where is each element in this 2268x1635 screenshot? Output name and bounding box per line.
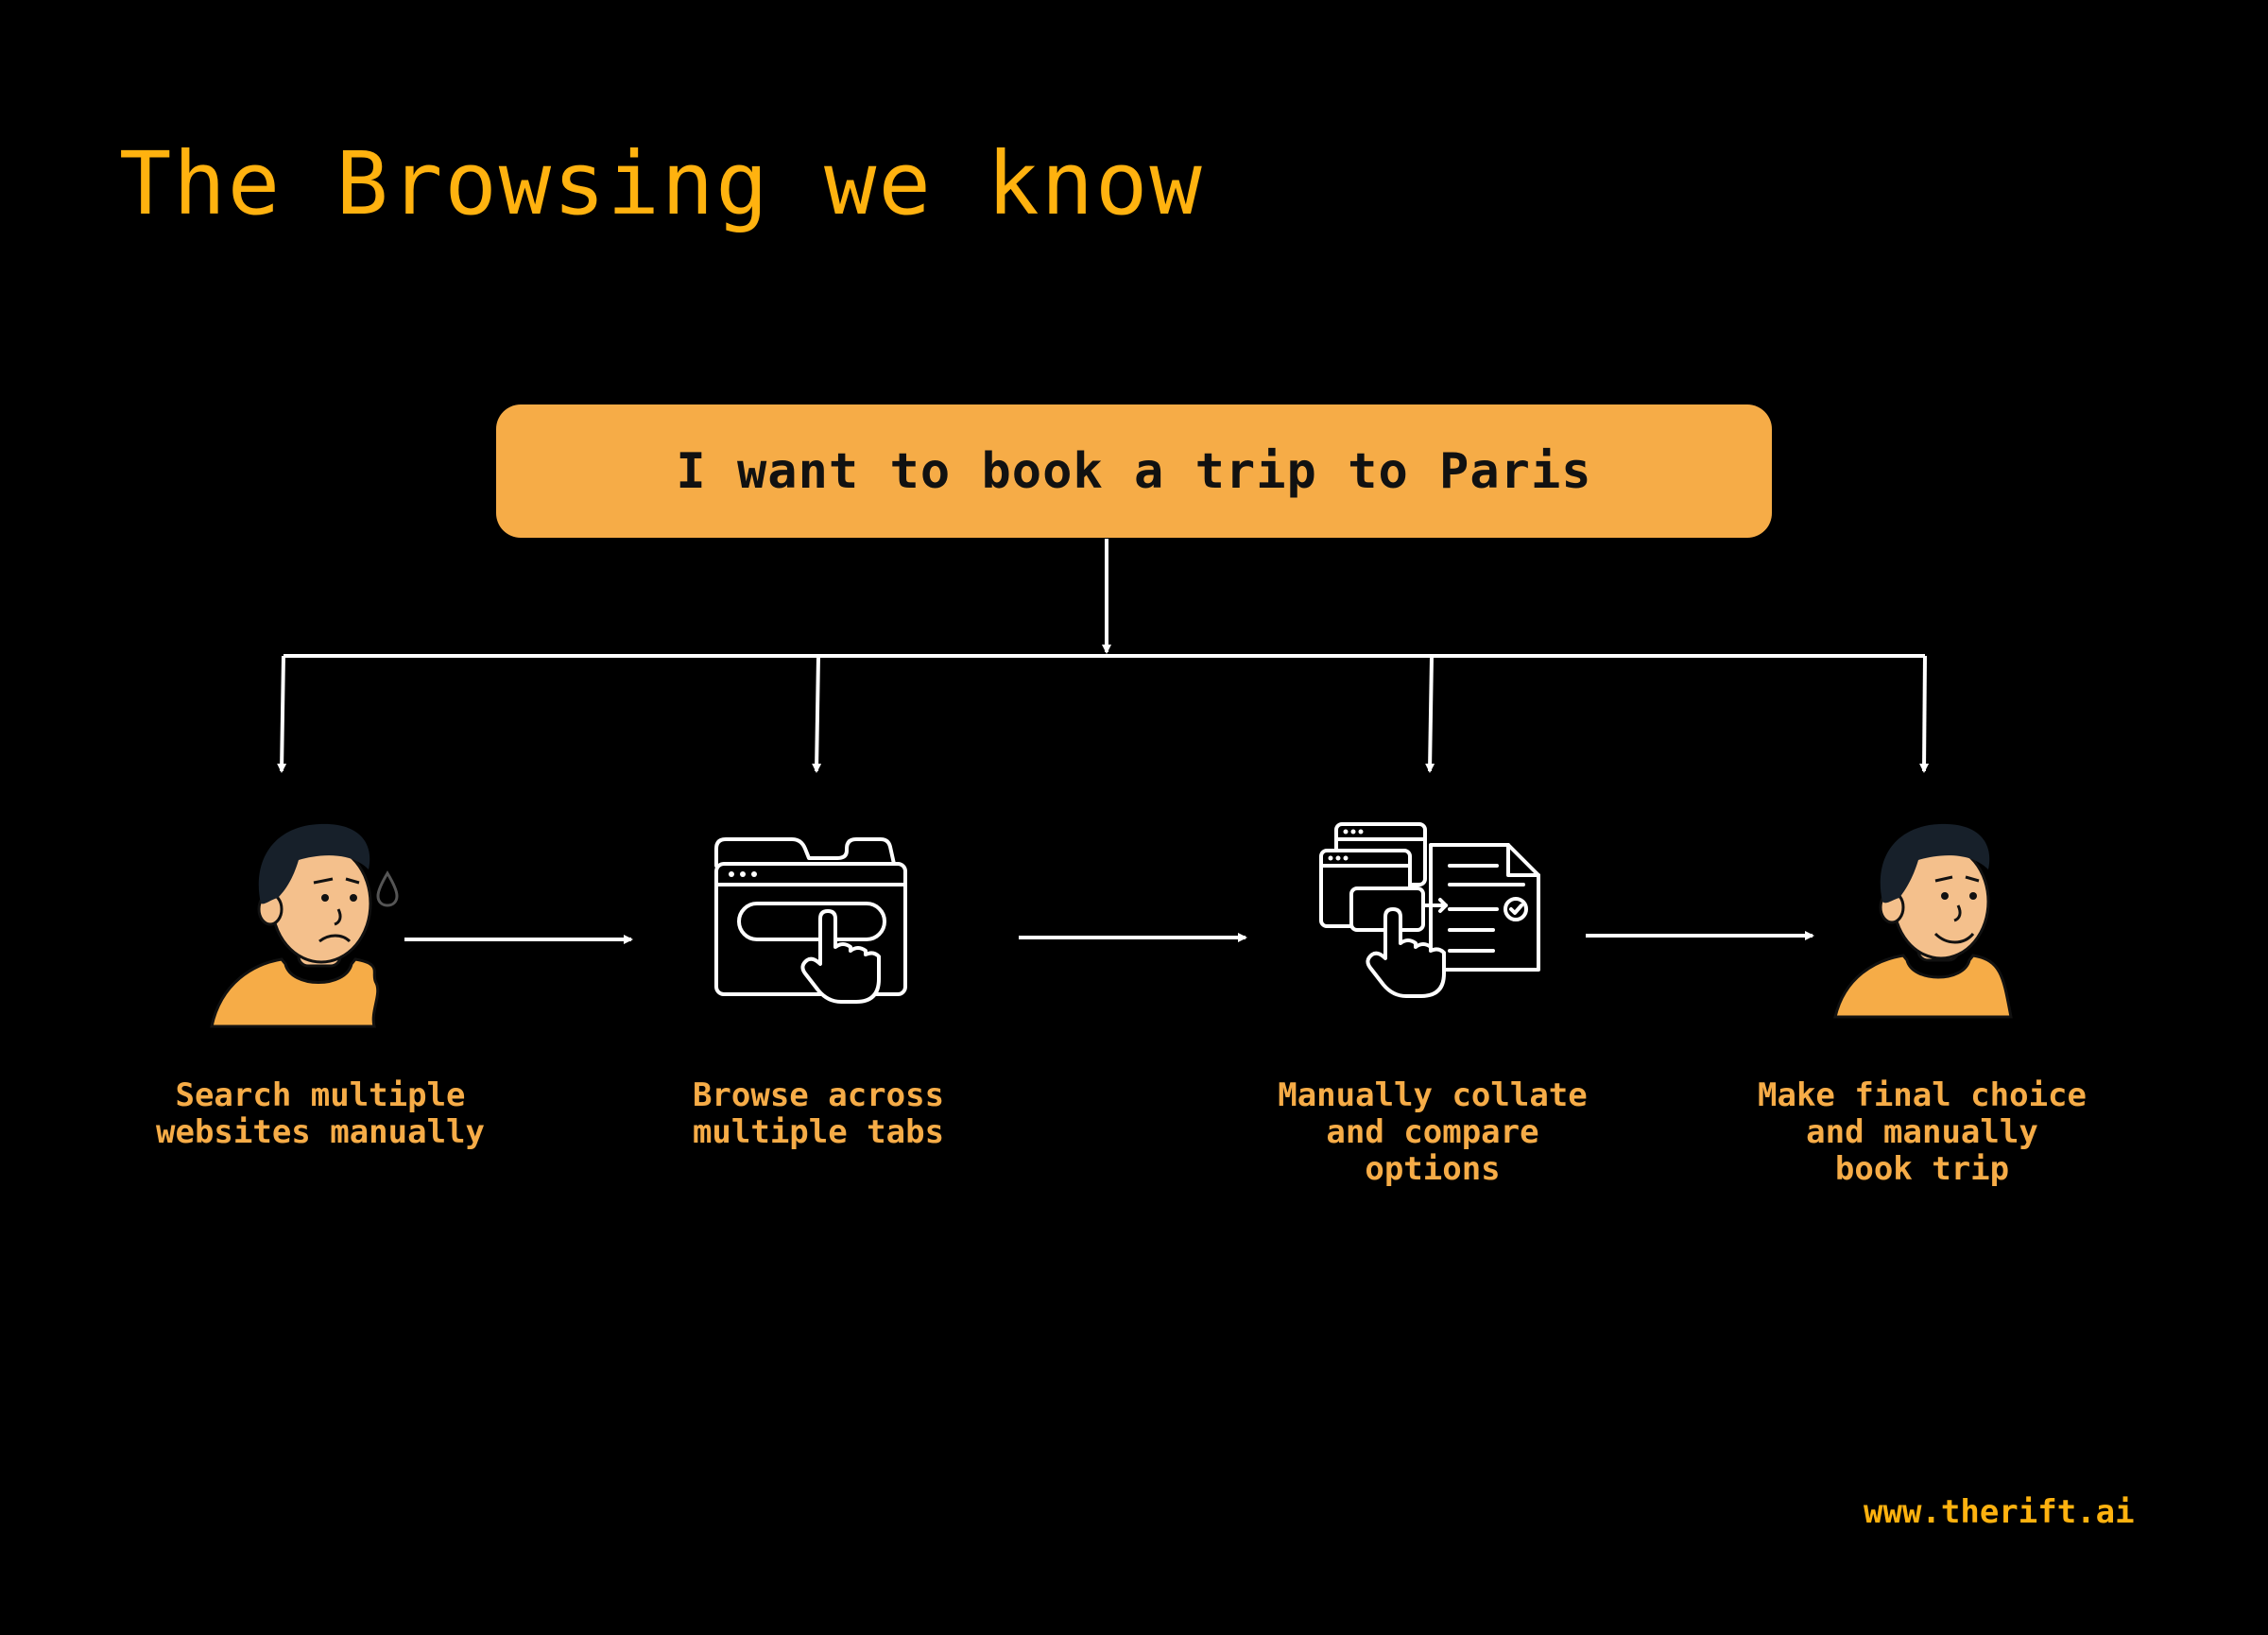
browser-window-click-icon — [714, 837, 907, 1004]
branch-arrow-step-2 — [812, 655, 822, 773]
branch-arrow-step-4 — [1919, 655, 1930, 773]
branch-connectors — [277, 539, 1930, 773]
step-label-browse: Browse across multiple tabs — [692, 1076, 945, 1151]
goal-box: I want to book a trip to Paris — [496, 404, 1772, 538]
step-label-search: Search multiple websites manually — [156, 1076, 485, 1151]
step-label-book: Make final choice and manually book trip — [1758, 1076, 2087, 1188]
step-label-compare: Manually collate and compare options — [1278, 1076, 1588, 1188]
happy-person-icon — [1833, 823, 2013, 1019]
goal-text: I want to book a trip to Paris — [676, 442, 1592, 500]
branch-arrow-step-1 — [277, 655, 287, 773]
page-title: The Browsing we know — [119, 133, 1204, 234]
worried-person-icon — [210, 823, 399, 1028]
footer-url[interactable]: www.therift.ai — [1864, 1493, 2135, 1531]
branch-arrow-step-3 — [1425, 655, 1435, 773]
step-arrows — [404, 931, 1814, 944]
compare-documents-icon — [1319, 822, 1540, 998]
